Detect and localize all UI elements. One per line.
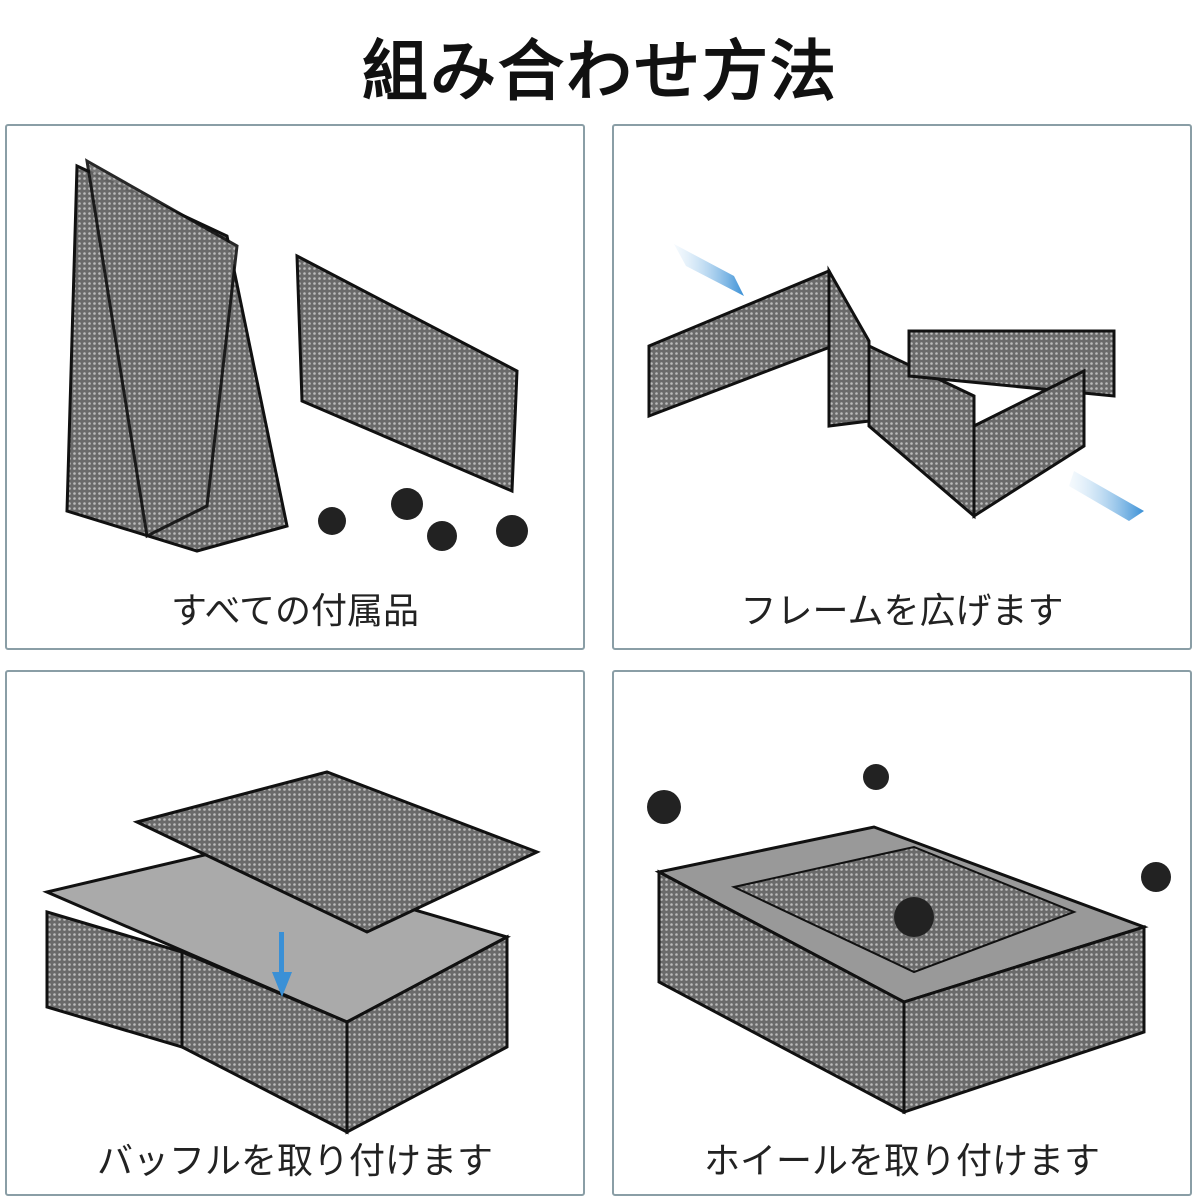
step-caption: フレームを広げます [740, 591, 1064, 632]
page-title: 組み合わせ方法 [362, 33, 838, 110]
accessories-illustration [65, 158, 528, 553]
step-caption: すべての付属品 [170, 591, 420, 632]
step-panel-attach-wheels: ホイールを取り付けます [612, 670, 1192, 1196]
step-panel-accessories: すべての付属品 [5, 124, 585, 650]
attach-baffle-illustration [42, 770, 541, 1135]
step-panel-unfold-frame: フレームを広げます [612, 124, 1192, 650]
step-caption: バッフルを取り付けます [96, 1141, 493, 1182]
unfold-frame-illustration [647, 244, 1144, 521]
attach-wheels-illustration [647, 764, 1171, 1115]
step-panel-attach-baffle: バッフルを取り付けます [5, 670, 585, 1196]
step-caption: ホイールを取り付けます [703, 1141, 1100, 1182]
